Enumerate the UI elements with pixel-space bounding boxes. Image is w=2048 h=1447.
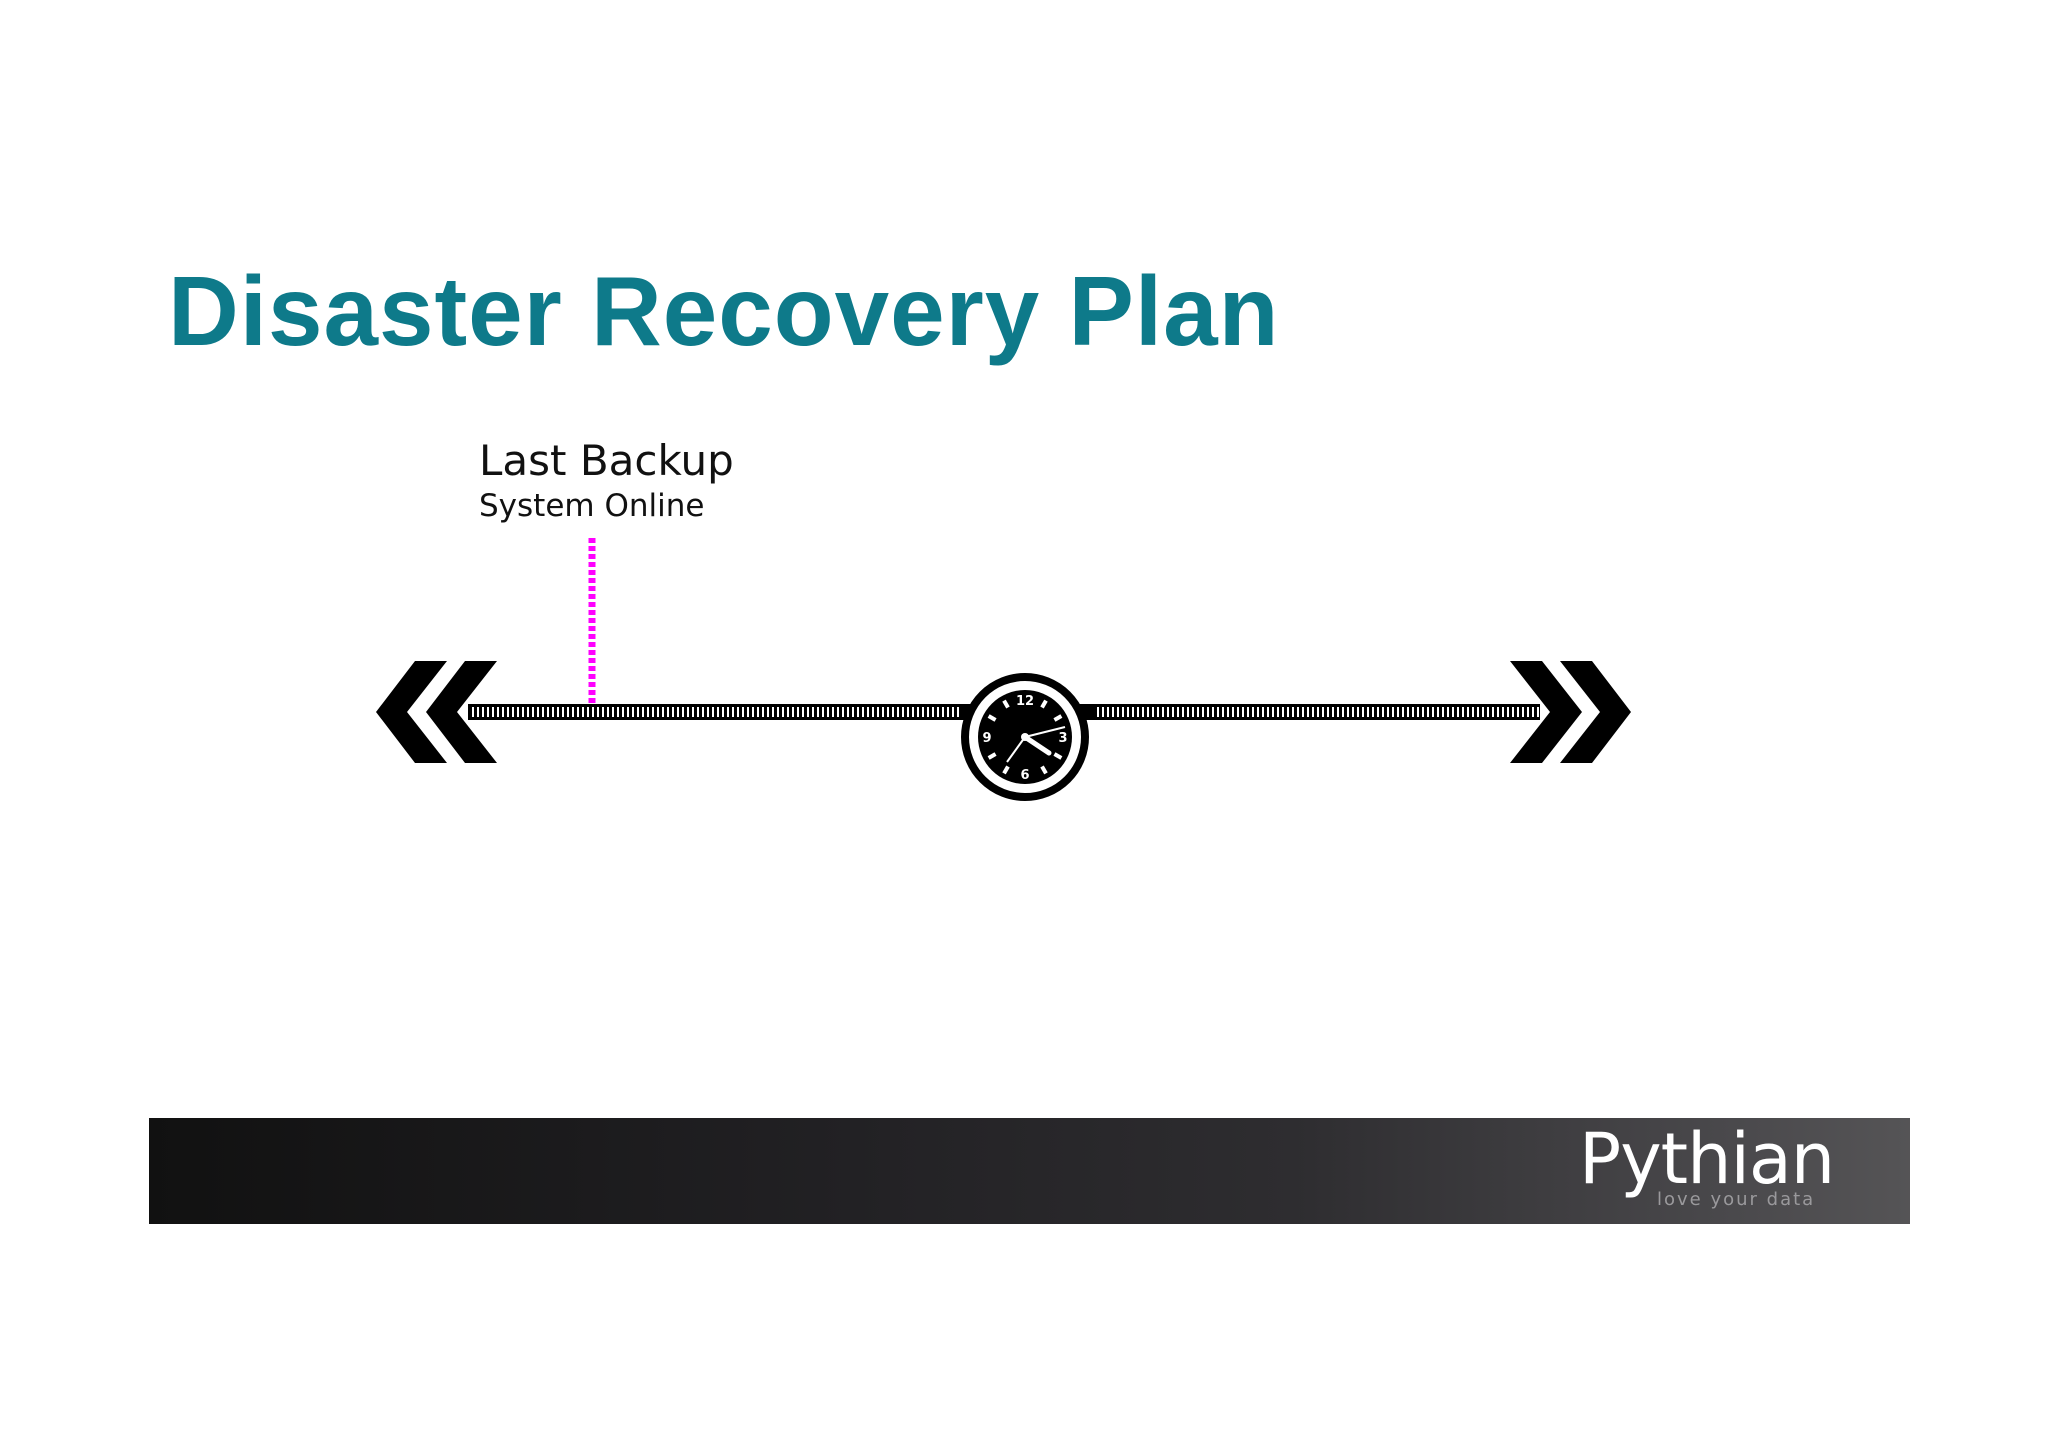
clock-number-12: 12 — [1016, 694, 1034, 709]
last-backup-label: Last Backup — [479, 436, 734, 485]
clock-number-3: 3 — [1058, 731, 1067, 746]
slide-title: Disaster Recovery Plan — [168, 256, 1280, 366]
clock-icon: 12 3 6 9 — [961, 673, 1089, 801]
clock-number-6: 6 — [1020, 768, 1029, 783]
rewind-arrow-icon — [376, 661, 497, 763]
system-online-label: System Online — [479, 488, 705, 524]
pythian-logo: Pythian — [1579, 1118, 1835, 1200]
forward-arrow-icon — [1510, 661, 1631, 763]
footer-bar: Pythian love your data — [149, 1118, 1910, 1224]
clock-number-9: 9 — [982, 731, 991, 746]
timeline-ticks — [472, 707, 1539, 717]
pythian-tagline: love your data — [1657, 1189, 1816, 1210]
